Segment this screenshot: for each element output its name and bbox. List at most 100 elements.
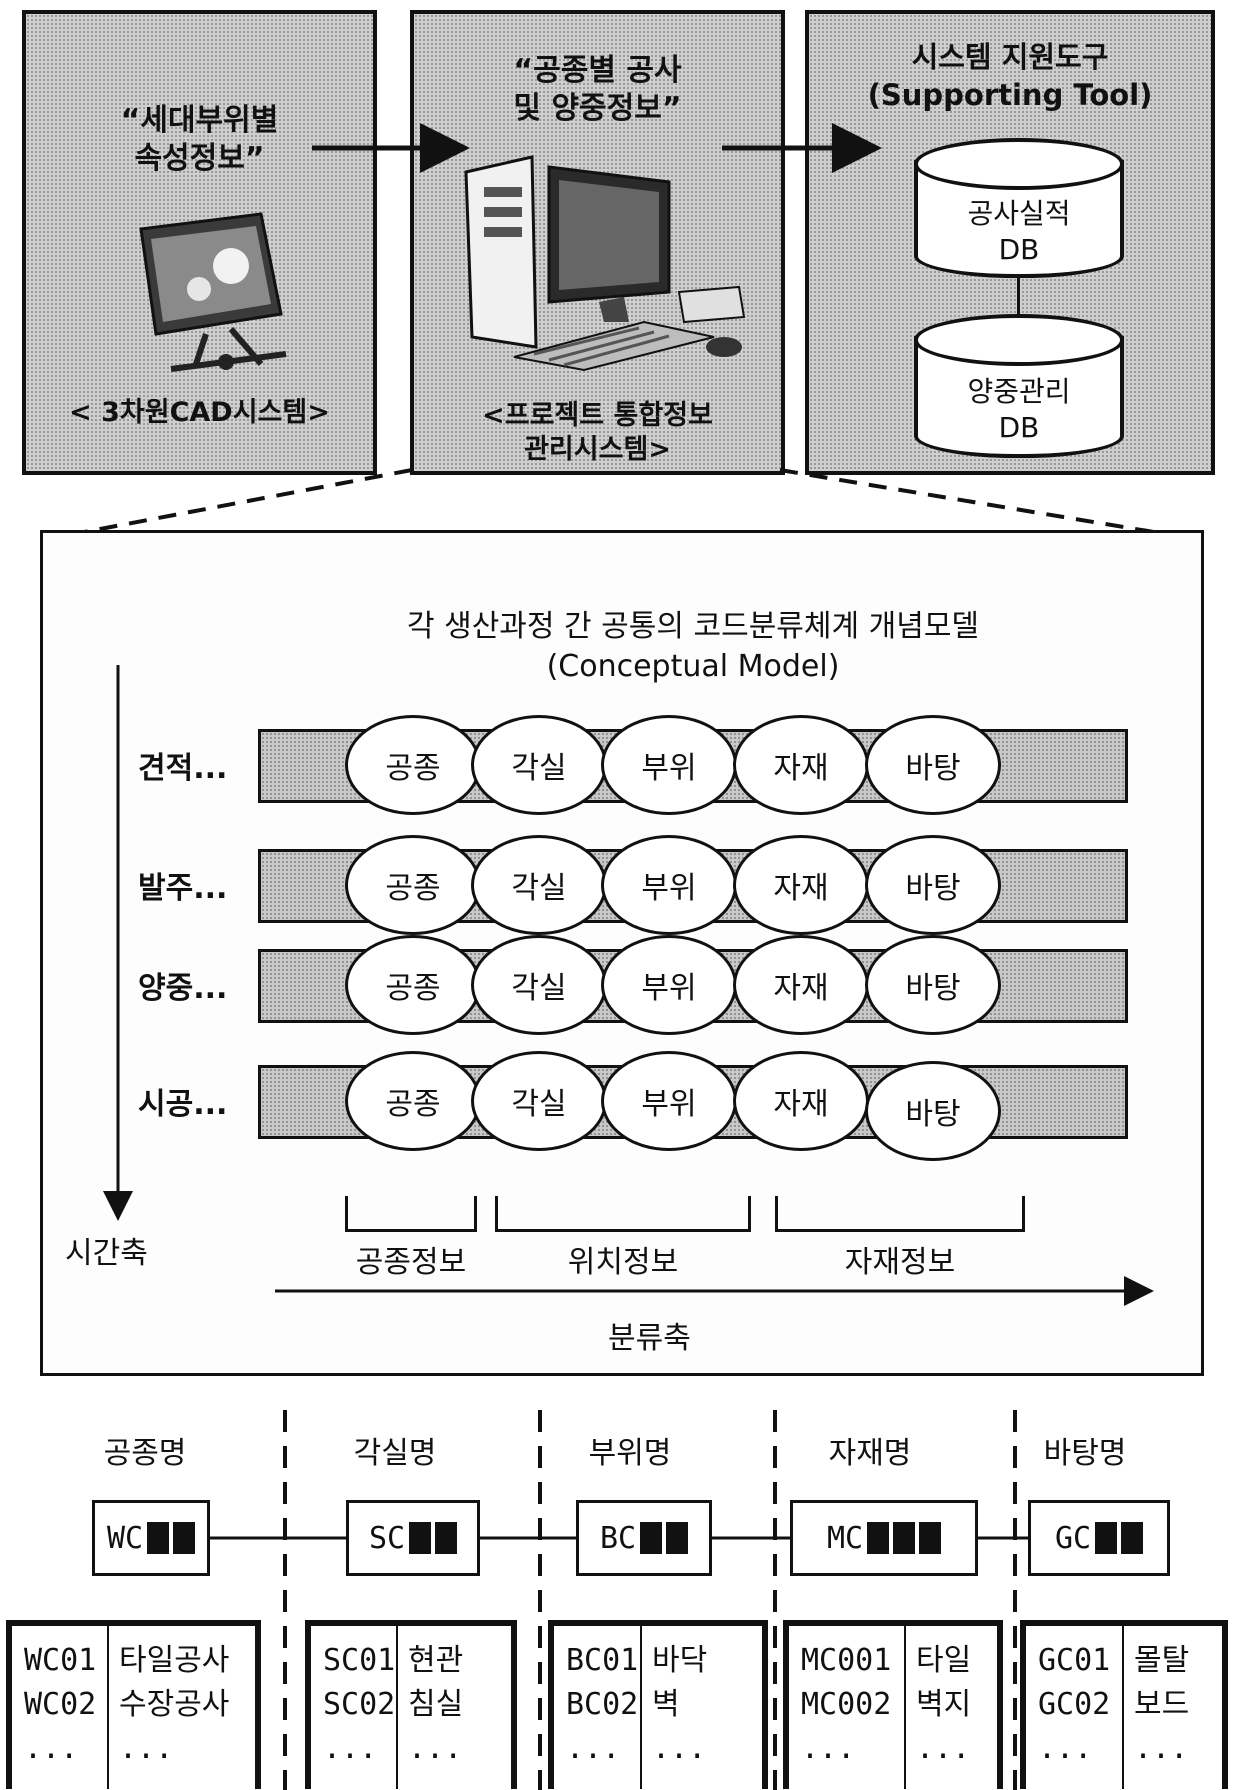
name-cell: 벽지 (916, 1687, 972, 1722)
supporting-tool-title: 시스템 지원도구 (Supporting Tool) (867, 40, 1153, 112)
oval-trade: 공종 (345, 715, 481, 815)
code-digit-placeholder (640, 1522, 663, 1554)
code-prefix-base: GC (1054, 1520, 1092, 1556)
desktop-computer-icon (464, 155, 746, 372)
oval-material: 자재 (733, 1051, 869, 1151)
cad-system-panel: “세대부위별 속성정보” < 3차원CAD시스템> (22, 10, 377, 475)
name-cell: ... (119, 1731, 174, 1766)
oval-part: 부위 (601, 835, 737, 935)
name-cell: 벽 (652, 1687, 680, 1722)
group-label-material-info: 자재정보 (844, 1245, 956, 1280)
bracket-material-info (775, 1196, 1025, 1232)
name-cell: ... (1134, 1731, 1189, 1766)
code-cell: BC01 (566, 1643, 639, 1678)
code-cell: SC02 (323, 1687, 396, 1722)
oval-base: 바탕 (865, 715, 1001, 815)
oval-base: 바탕 (865, 835, 1001, 935)
group-label-location-info: 위치정보 (567, 1245, 679, 1280)
code-digit-placeholder (435, 1522, 458, 1554)
oval-room: 각실 (471, 1051, 607, 1151)
code-digit-placeholder (1121, 1522, 1144, 1554)
code-prefix-room: SC (368, 1520, 406, 1556)
group-label-trade-info: 공종정보 (355, 1245, 467, 1280)
name-cell: ... (408, 1731, 463, 1766)
pims-caption: <프로젝트 통합정보 관리시스템> (482, 400, 713, 465)
connectors-overlay (41, 123, 1203, 542)
code-digit-placeholder (666, 1522, 689, 1554)
bracket-location-info (495, 1196, 751, 1232)
name-cell: 수장공사 (119, 1687, 230, 1722)
name-cell: 타일공사 (119, 1643, 230, 1678)
code-digit-placeholder (409, 1522, 432, 1554)
name-cell: 바닥 (652, 1643, 708, 1678)
db-connector-line (1017, 276, 1020, 318)
name-cell: 몰탈 (1134, 1643, 1190, 1678)
code-cell: WC01 (24, 1643, 97, 1678)
cad-attribute-info-label: “세대부위별 속성정보” (120, 103, 279, 176)
time-axis-label: 시간축 (65, 1236, 148, 1271)
code-cell: SC01 (323, 1643, 396, 1678)
oval-base: 바탕 (865, 1061, 1001, 1161)
lifting-management-db-label: 양중관리 DB (967, 375, 1071, 444)
code-digit-placeholder (867, 1522, 890, 1554)
code-digit-placeholder (893, 1522, 916, 1554)
code-cell: ... (323, 1731, 378, 1766)
code-cell: ... (1038, 1731, 1093, 1766)
code-cell: ... (801, 1731, 856, 1766)
code-title-trade: 공종명 (103, 1436, 187, 1471)
code-digit-placeholder (173, 1522, 196, 1554)
oval-trade: 공종 (345, 1051, 481, 1151)
classification-axis-label: 분류축 (608, 1321, 691, 1356)
oval-room: 각실 (471, 935, 607, 1035)
oval-room: 각실 (471, 835, 607, 935)
code-box-trade: WC (92, 1500, 210, 1576)
oval-trade: 공종 (345, 935, 481, 1035)
oval-material: 자재 (733, 715, 869, 815)
row-label-construction: 시공... (138, 1087, 228, 1122)
code-cell: ... (24, 1731, 79, 1766)
code-digit-placeholder (1095, 1522, 1118, 1554)
code-table-room: SC01 현관 SC02 침실...... (305, 1620, 517, 1789)
cad-system-caption: < 3차원CAD시스템> (69, 397, 330, 428)
code-prefix-material: MC (826, 1520, 864, 1556)
conceptual-model-title: 각 생산과정 간 공통의 코드분류체계 개념모델 (Conceptual Mod… (406, 609, 980, 684)
code-prefix-part: BC (599, 1520, 637, 1556)
construction-record-db-label: 공사실적 DB (967, 197, 1071, 266)
oval-base: 바탕 (865, 935, 1001, 1035)
code-digit-placeholder (147, 1522, 170, 1554)
code-title-part: 부위명 (588, 1436, 672, 1471)
axes-overlay (103, 665, 1154, 1306)
code-cell: MC002 (801, 1687, 892, 1722)
name-cell: 보드 (1134, 1687, 1190, 1722)
code-cell: GC02 (1038, 1687, 1111, 1722)
lifting-management-db: 양중관리 DB (914, 314, 1124, 459)
code-cell: MC001 (801, 1643, 892, 1678)
code-prefix-trade: WC (106, 1520, 144, 1556)
code-table-base: GC01 몰탈 GC02 보드...... (1020, 1620, 1228, 1789)
row-label-order: 발주... (138, 871, 228, 906)
name-cell: ... (652, 1731, 707, 1766)
code-cell: WC02 (24, 1687, 97, 1722)
oval-room: 각실 (471, 715, 607, 815)
oval-trade: 공종 (345, 835, 481, 935)
code-digit-placeholder (919, 1522, 942, 1554)
code-title-material: 자재명 (828, 1436, 912, 1471)
code-cell: GC01 (1038, 1643, 1111, 1678)
code-box-material: MC (790, 1500, 978, 1576)
code-box-base: GC (1028, 1500, 1170, 1576)
oval-material: 자재 (733, 835, 869, 935)
code-title-base: 바탕명 (1043, 1436, 1127, 1471)
oval-part: 부위 (601, 935, 737, 1035)
name-cell: 현관 (408, 1643, 464, 1678)
code-table-trade: WC01 타일공사 WC02 수장공사...... (6, 1620, 261, 1789)
conceptual-model-panel: 각 생산과정 간 공통의 코드분류체계 개념모델 (Conceptual Mod… (40, 530, 1204, 1376)
name-cell: 타일 (916, 1643, 972, 1678)
zoom-line-right (779, 468, 1203, 542)
name-cell: 침실 (408, 1687, 464, 1722)
code-cell: BC02 (566, 1687, 639, 1722)
oval-material: 자재 (733, 935, 869, 1035)
code-cell: ... (566, 1731, 621, 1766)
oval-part: 부위 (601, 1051, 737, 1151)
trade-lifting-info-label: “공종별 공사 및 양중정보” (513, 53, 682, 126)
